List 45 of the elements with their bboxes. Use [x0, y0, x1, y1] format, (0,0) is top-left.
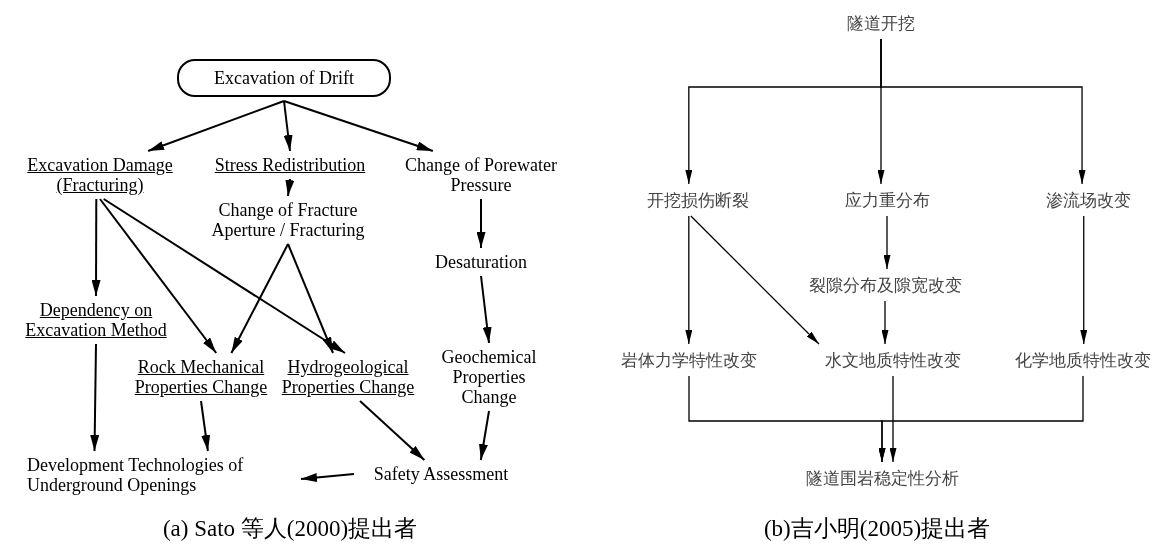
arrow [685, 215, 693, 345]
rounded-box: Excavation of Drift [177, 59, 391, 97]
flow-text: Desaturation [416, 252, 546, 272]
arrow [690, 215, 820, 345]
arrow [878, 375, 1084, 463]
arrow [889, 375, 897, 463]
flow-text: Stress Redistribution [190, 155, 390, 175]
flow-text: Excavation Damage (Fracturing) [7, 155, 193, 195]
caption: (a) Sato 等人(2000)提出者 [162, 514, 418, 543]
arrow [287, 243, 334, 354]
arrow [883, 215, 891, 270]
flow-text: 裂隙分布及隙宽改变 [808, 275, 962, 295]
flow-text: 隧道开挖 [847, 13, 915, 33]
caption: (b)吉小明(2005)提出者 [763, 514, 991, 543]
flow-text: 岩体力学特性改变 [621, 350, 757, 370]
arrow [285, 178, 295, 197]
flow-text: Safety Assessment [358, 464, 524, 484]
arrow [479, 410, 490, 461]
arrow [1080, 215, 1088, 345]
flow-text: Development Technologies of Underground Openings [27, 455, 297, 495]
flow-text: 应力重分布 [844, 190, 930, 210]
flow-text: 隧道围岩稳定性分析 [805, 468, 959, 488]
arrow [99, 198, 218, 354]
arrow [200, 400, 211, 452]
arrow [90, 343, 100, 452]
flow-text: 水文地质特性改变 [825, 350, 961, 370]
arrow [880, 38, 1086, 185]
flow-text: 开挖损伤断裂 [647, 190, 749, 210]
arrow [476, 198, 486, 249]
flow-text: Change of Fracture Aperture / Fracturing [209, 200, 367, 240]
arrow [230, 243, 289, 354]
flow-text: Dependency on Excavation Method [5, 300, 187, 340]
arrow [147, 100, 285, 152]
arrow [881, 300, 889, 345]
flow-text: Geochemical Properties Change [430, 347, 548, 407]
arrow [300, 473, 355, 482]
flow-text: Change of Porewater Pressure [395, 155, 567, 195]
arrow [480, 275, 492, 344]
flow-text: 渗流场改变 [1045, 190, 1131, 210]
flow-text: 化学地质特性改变 [1015, 350, 1151, 370]
arrow [102, 198, 346, 354]
arrow [359, 400, 426, 461]
arrow [91, 198, 101, 297]
arrow [283, 100, 293, 152]
arrow [283, 100, 434, 152]
